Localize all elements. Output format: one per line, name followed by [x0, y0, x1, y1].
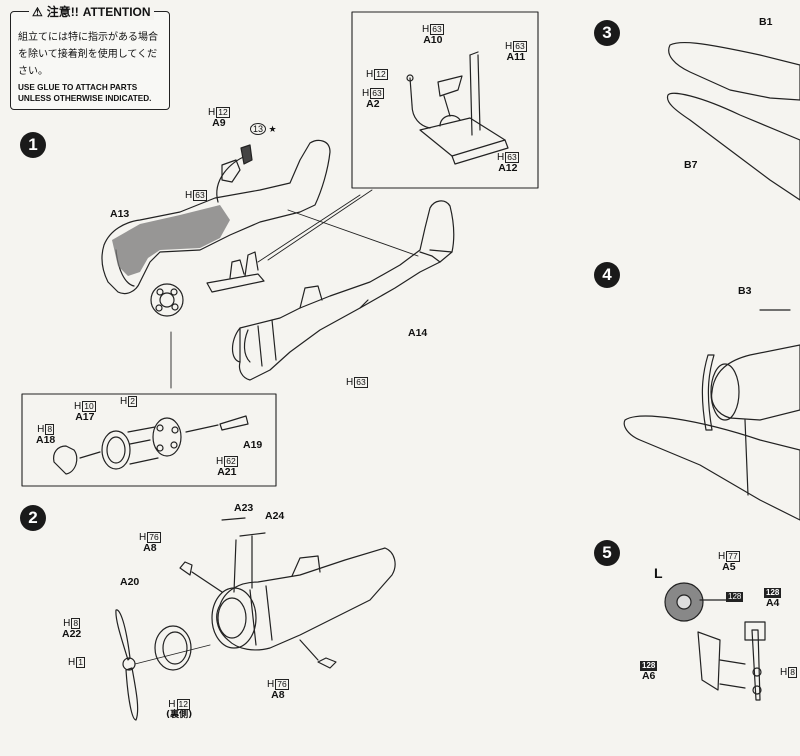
label-b1: B1 — [759, 16, 773, 28]
step-3-number: 3 — [594, 20, 620, 46]
wing-b1 — [668, 41, 800, 101]
label-a14: A14 — [408, 327, 428, 339]
label-b7: B7 — [684, 159, 698, 171]
propeller — [115, 609, 131, 661]
engine-assembly — [216, 547, 396, 651]
wing-b7 — [666, 92, 800, 201]
label-a4: 128 A4 — [764, 588, 782, 609]
attention-header: ⚠ 注意!! ATTENTION — [29, 3, 154, 20]
label-a23: A23 — [234, 502, 254, 514]
attention-title-jp: 注意!! — [46, 5, 79, 19]
cowl-part — [150, 283, 184, 317]
attention-text-en: USE GLUE TO ATTACH PARTS UNLESS OTHERWIS… — [18, 83, 152, 103]
label-a19: A19 — [243, 439, 263, 451]
attention-text-jp: 組立てには特に指示がある場合を除いて接着剤を使用してください。 — [18, 32, 158, 77]
aircraft-assembly — [623, 415, 800, 521]
step-2-number: 2 — [20, 505, 46, 531]
fuselage-a14 — [238, 200, 455, 381]
step-4-number: 4 — [594, 262, 620, 288]
fuselage-half-a13 — [101, 139, 331, 295]
label-a13: A13 — [110, 208, 130, 220]
label-b3: B3 — [738, 285, 752, 297]
badge-128-a: 128 — [726, 592, 744, 602]
label-a24: A24 — [265, 510, 285, 522]
part-a9 — [221, 159, 241, 183]
inset-box-bottom — [21, 393, 277, 487]
label-a20: A20 — [120, 576, 140, 588]
star-icon: ★ — [268, 124, 277, 134]
inset-box-top — [351, 11, 539, 189]
step-1-number: 1 — [20, 132, 46, 158]
step-5-number: 5 — [594, 540, 620, 566]
gear-leg — [751, 629, 761, 701]
label-left-side: L — [654, 565, 663, 581]
decal-13-label: 13 ★ — [250, 123, 277, 135]
attention-box: ⚠ 注意!! ATTENTION 組立てには特に指示がある場合を除いて接着剤を使… — [10, 3, 170, 110]
warning-icon: ⚠ — [32, 4, 43, 19]
attention-title-en: ATTENTION — [82, 4, 151, 19]
label-a6: 128 A6 — [640, 661, 658, 682]
